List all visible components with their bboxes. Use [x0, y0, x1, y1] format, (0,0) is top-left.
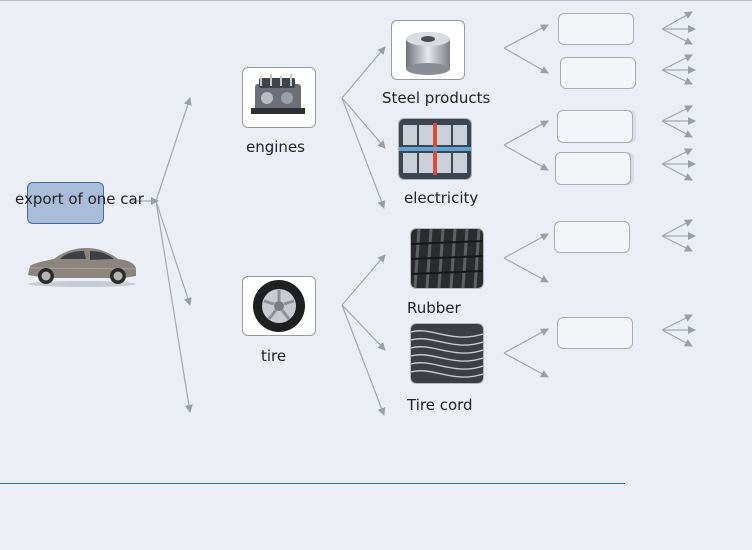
tire-cord-icon [411, 324, 483, 383]
steel-thumbnail[interactable] [391, 20, 465, 80]
battery-pack-icon [399, 119, 471, 179]
car-icon [28, 248, 137, 287]
arrow-root-engines [155, 97, 192, 202]
tire-cord-label: Tire cord [407, 396, 473, 414]
rubber-label: Rubber [407, 299, 461, 317]
empty-node-box[interactable] [555, 152, 631, 185]
arrow-root-extra [155, 200, 193, 413]
root-node-box[interactable] [27, 182, 104, 224]
arrow-tire-rubber [341, 254, 386, 306]
empty-node-box[interactable] [554, 221, 630, 253]
bottom-divider [0, 483, 625, 484]
arrow-root-tire [155, 200, 192, 306]
arrow-engines-extra [341, 97, 386, 209]
tire-thumbnail[interactable] [242, 276, 316, 336]
empty-node-box[interactable] [560, 57, 636, 89]
steel-coil-icon [406, 32, 450, 75]
root-node-label: export of one car [15, 190, 144, 208]
tire-label: tire [261, 347, 287, 365]
steel-products-label: Steel products [382, 89, 491, 107]
empty-node-box[interactable] [557, 317, 633, 349]
engines-thumbnail[interactable] [242, 67, 316, 128]
arrow-tire-extra [341, 304, 386, 416]
empty-node-box[interactable] [557, 110, 633, 143]
electricity-thumbnail[interactable] [398, 118, 472, 180]
tire-wheel-icon [253, 280, 305, 332]
empty-node-box[interactable] [558, 13, 634, 45]
arrow-engines-steel [341, 46, 386, 99]
arrow-engines-electricity [341, 97, 386, 149]
electricity-label: electricity [404, 189, 479, 207]
engines-label: engines [246, 138, 305, 156]
rubber-thumbnail[interactable] [410, 228, 484, 289]
engine-icon [251, 74, 305, 114]
rubber-tread-icon [411, 229, 483, 288]
top-divider [0, 0, 752, 1]
arrow-tire-cord [341, 304, 386, 351]
tire-cord-thumbnail[interactable] [410, 323, 484, 384]
